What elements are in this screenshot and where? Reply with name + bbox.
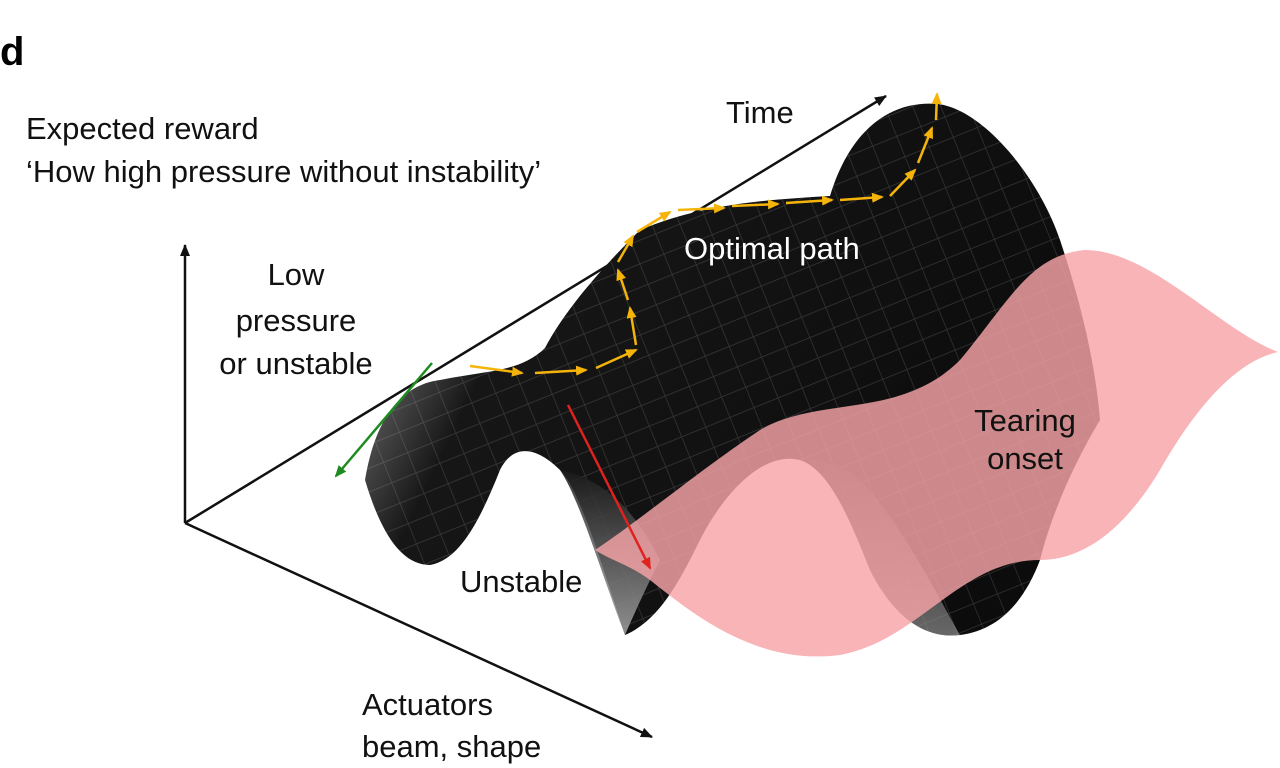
low-pressure-label-line2: pressure bbox=[235, 303, 357, 338]
low-pressure-arrow bbox=[334, 362, 433, 478]
time-axis-label: Time bbox=[726, 95, 794, 130]
low-pressure-label-line1: Low bbox=[267, 257, 325, 292]
optimal-path-label: Optimal path bbox=[684, 231, 860, 266]
unstable-arrow bbox=[566, 404, 652, 570]
actuators-axis-sublabel: beam, shape bbox=[362, 729, 542, 764]
vertical-axis-label: Expected reward bbox=[26, 111, 259, 146]
axis-actuators bbox=[184, 521, 653, 739]
vertical-axis-sublabel: ‘How high pressure without instability’ bbox=[26, 154, 542, 189]
panel-label: d bbox=[0, 30, 25, 74]
tearing-onset-plane bbox=[595, 250, 1278, 657]
low-pressure-label-line3: or unstable bbox=[219, 346, 373, 381]
axis-time bbox=[184, 94, 887, 525]
tearing-onset-label-line2: onset bbox=[987, 441, 1063, 476]
unstable-label: Unstable bbox=[460, 564, 583, 599]
actuators-axis-label: Actuators bbox=[362, 687, 493, 722]
tearing-onset-label-line1: Tearing bbox=[974, 403, 1076, 438]
optimal-path-arrows bbox=[469, 92, 942, 377]
